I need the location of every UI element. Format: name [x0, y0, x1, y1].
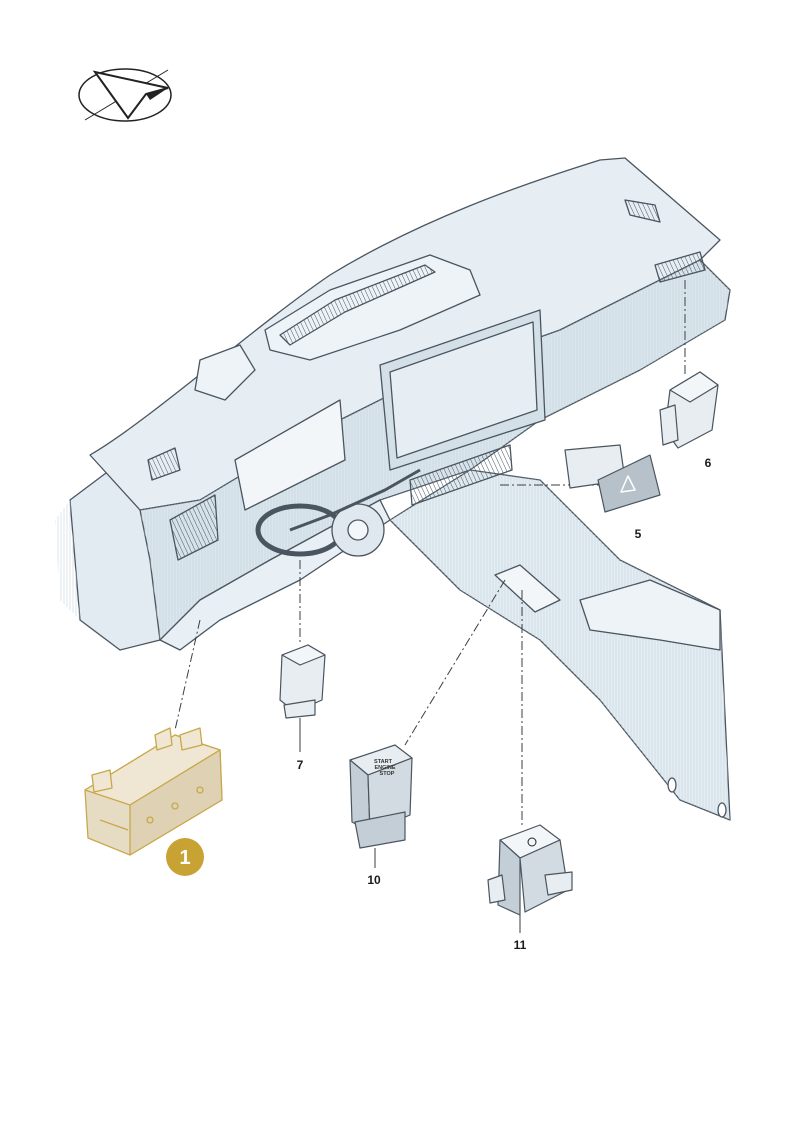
part-5-hazard-switch[interactable] — [564, 444, 661, 513]
part-10-text-line-1: START — [374, 759, 393, 765]
parking-brake-icon — [527, 837, 537, 847]
callout-10-label: 10 — [367, 873, 381, 887]
part-6-switch[interactable] — [659, 371, 719, 449]
dashboard-illustration — [55, 157, 731, 821]
callout-6-label: 6 — [705, 456, 712, 470]
part-7-switch[interactable] — [279, 644, 326, 719]
view-direction-icon — [78, 68, 172, 122]
callout-5-label: 5 — [635, 527, 642, 541]
part-1-switch-module[interactable] — [84, 727, 223, 856]
part-11-parking-brake-switch[interactable] — [487, 824, 573, 916]
callout-1-badge[interactable]: 1 — [166, 838, 204, 876]
callout-11-label: 11 — [514, 938, 527, 952]
part-10-text-line-3: STOP — [380, 771, 395, 777]
callout-7-label: 7 — [297, 758, 304, 772]
leader-lines — [174, 280, 686, 825]
part-10-text-line-2: ENGINE — [374, 765, 395, 771]
callout-1-label: 1 — [179, 847, 190, 869]
hazard-triangle-icon — [620, 475, 636, 493]
part-10-start-stop-button[interactable]: START ENGINE STOP — [349, 744, 413, 849]
